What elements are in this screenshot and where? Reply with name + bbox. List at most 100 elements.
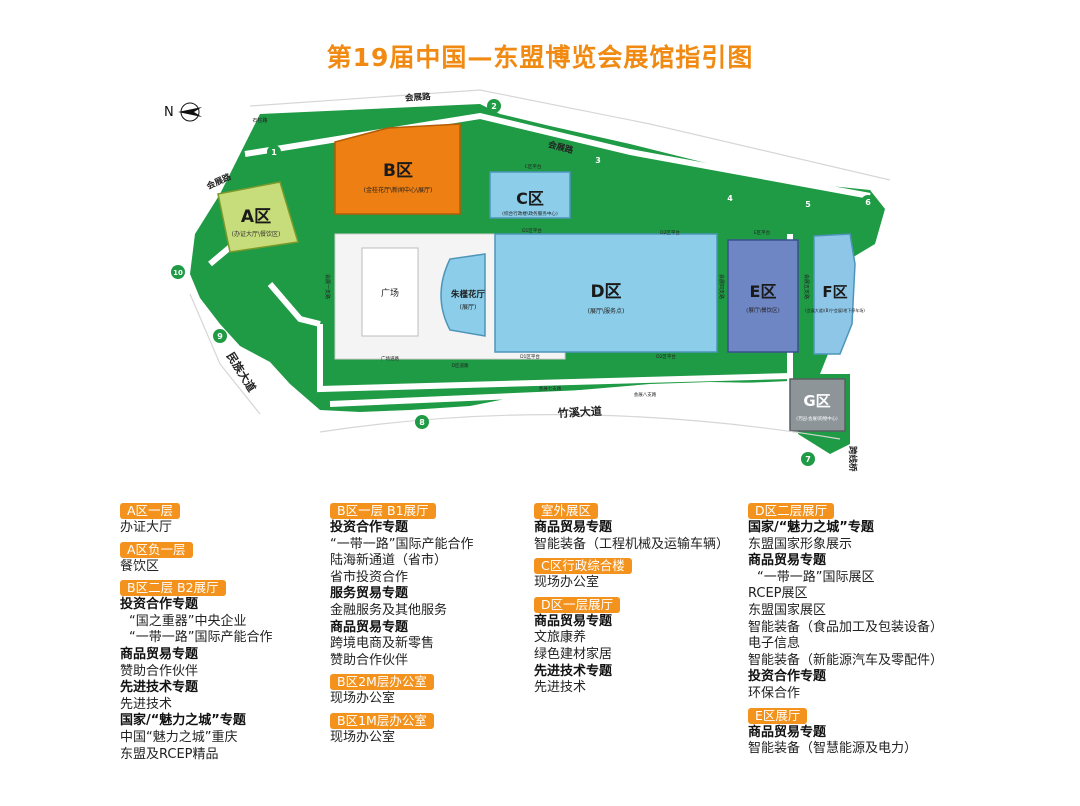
section-item: “一带一路”国际展区	[757, 569, 875, 585]
hall-b-name: B区	[383, 161, 413, 181]
legend-section: A区负一层餐饮区	[120, 539, 355, 576]
hall-f-sub: (会展大道\(B)宁会展\地下停车场)	[805, 307, 865, 313]
section-heading: 商品贸易专题	[330, 619, 409, 635]
gate-7: 7	[801, 452, 815, 466]
label-d1-platform-b: D1区平台	[520, 353, 540, 360]
legend-section: C区行政综合楼现场办公室	[534, 555, 769, 592]
gate-9: 9	[213, 329, 227, 343]
road-outer-bottom	[319, 414, 841, 440]
legend-section: A区一层办证大厅	[120, 500, 355, 537]
section-tag: B区2M层办公室	[330, 674, 434, 691]
hall-zhuhua	[440, 253, 486, 337]
label-branch7: 会展七支路	[539, 385, 562, 392]
hall-a	[217, 181, 299, 253]
svg-text:8: 8	[419, 418, 425, 427]
north-arrow-icon	[178, 102, 202, 122]
legend-section: D区二层展厅国家/“魅力之城”专题东盟国家形象展示商品贸易专题“一带一路”国际展…	[748, 500, 983, 703]
section-item: 东盟及RCEP精品	[120, 746, 219, 762]
hall-b	[334, 123, 461, 215]
hall-g-sub: (芳园·会展\购物中心)	[796, 415, 838, 422]
legend-section: B区2M层办公室现场办公室	[330, 671, 565, 708]
label-branch5: 会展五支路	[803, 274, 810, 299]
section-heading: 商品贸易专题	[534, 613, 613, 629]
section-tag: D区一层展厅	[534, 596, 621, 613]
hall-c-name: C区	[516, 189, 544, 208]
label-c-platform: C区平台	[525, 163, 542, 170]
gate-3: 3	[591, 153, 605, 167]
plaza-name: 广场	[381, 287, 399, 299]
section-item: 赞助合作伙伴	[120, 663, 199, 679]
section-item: 环保合作	[748, 685, 801, 701]
section-tag: 室外展区	[534, 503, 599, 519]
hall-e-sub: (展厅\餐饮区)	[746, 306, 780, 314]
svg-text:5: 5	[805, 200, 811, 209]
hall-d-name: D区	[590, 282, 621, 302]
section-item: “一带一路”国际产能合作	[129, 630, 273, 646]
svg-text:6: 6	[865, 198, 871, 207]
label-d2-platform-b: D2区平台	[656, 353, 676, 360]
section-item: 文旅康养	[534, 630, 587, 646]
gate-6: 6	[861, 195, 875, 209]
road-outer-left	[189, 293, 261, 415]
section-item: 先进技术	[120, 696, 173, 712]
section-tag: E区展厅	[748, 707, 808, 724]
gate-5: 5	[801, 197, 815, 211]
hall-f-name: F区	[822, 283, 847, 301]
section-heading: 商品贸易专题	[748, 553, 827, 569]
gate-2: 2	[487, 99, 501, 113]
label-branch8: 会展八支路	[634, 391, 657, 398]
section-item: 电子信息	[748, 636, 801, 652]
section-tag: A区负一层	[120, 541, 193, 558]
hall-d-sub: (展厅\服务点)	[588, 307, 625, 315]
section-heading: 商品贸易专题	[534, 520, 613, 535]
label-d-road: D区道路	[452, 362, 469, 369]
section-heading: 商品贸易专题	[120, 646, 199, 662]
hall-g-name: G区	[803, 392, 830, 410]
section-heading: 投资合作专题	[748, 669, 827, 685]
svg-text:9: 9	[217, 332, 223, 341]
svg-text:2: 2	[491, 102, 497, 111]
section-item: 省市投资合作	[330, 569, 409, 585]
section-item: 中国“魅力之城”重庆	[120, 729, 238, 745]
section-tag: C区行政综合楼	[534, 558, 632, 575]
svg-text:10: 10	[173, 269, 183, 277]
section-item: 智能装备（食品加工及包装设备）	[748, 619, 944, 635]
road-minzu: 民族大道	[224, 350, 259, 395]
svg-text:1: 1	[271, 148, 277, 157]
section-heading: 先进技术专题	[534, 663, 613, 679]
section-tag: D区二层展厅	[748, 503, 835, 519]
road-kuaxianqiao: 跨线桥	[847, 446, 858, 472]
section-heading: 国家/“魅力之城”专题	[748, 520, 874, 535]
page-title: 第19届中国—东盟博览会展馆指引图	[326, 43, 754, 72]
section-item: 金融服务及其他服务	[330, 602, 448, 618]
gate-1: 1	[267, 145, 281, 159]
gate-10: 10	[171, 265, 185, 279]
section-heading: 先进技术专题	[120, 680, 199, 696]
hall-g	[789, 378, 846, 432]
legend-section: D区一层展厅商品贸易专题文旅康养绿色建材家居先进技术专题先进技术	[534, 594, 769, 697]
legend-section: B区二层 B2展厅投资合作专题“国之重器”中央企业“一带一路”国际产能合作商品贸…	[120, 577, 355, 763]
legend-col-2: B区一层 B1展厅投资合作专题“一带一路”国际产能合作陆海新通道（省市）省市投资…	[330, 500, 565, 749]
section-item: 东盟国家形象展示	[748, 536, 853, 552]
legend-section: B区1M层办公室现场办公室	[330, 710, 565, 747]
legend-section: E区展厅商品贸易专题智能装备（智慧能源及电力）	[748, 705, 983, 758]
road-shifu: 石柱路	[252, 117, 267, 124]
north-label: N	[164, 105, 174, 120]
section-heading: 投资合作专题	[330, 520, 409, 535]
section-heading: 投资合作专题	[120, 597, 199, 613]
label-d1-platform: D1区平台	[522, 227, 542, 234]
label-e-platform: E区平台	[754, 229, 771, 236]
legend-section: B区一层 B1展厅投资合作专题“一带一路”国际产能合作陆海新通道（省市）省市投资…	[330, 500, 565, 669]
label-d2-platform: D2区平台	[660, 229, 680, 236]
label-branch1: 会展一支路	[324, 274, 331, 299]
section-item: “一带一路”国际产能合作	[330, 536, 474, 552]
section-item: 餐饮区	[120, 558, 160, 574]
road-huizhan-top: 会展路	[404, 91, 432, 104]
section-item: 现场办公室	[330, 729, 396, 745]
small-labels: C区平台 D1区平台 D2区平台 D1区平台 D2区平台 D区道路 E区平台 广…	[381, 163, 771, 398]
legend-col-4: D区二层展厅国家/“魅力之城”专题东盟国家形象展示商品贸易专题“一带一路”国际展…	[748, 500, 983, 760]
hall-c	[489, 171, 571, 219]
section-item: 先进技术	[534, 680, 587, 696]
section-item: 赞助合作伙伴	[330, 652, 409, 668]
